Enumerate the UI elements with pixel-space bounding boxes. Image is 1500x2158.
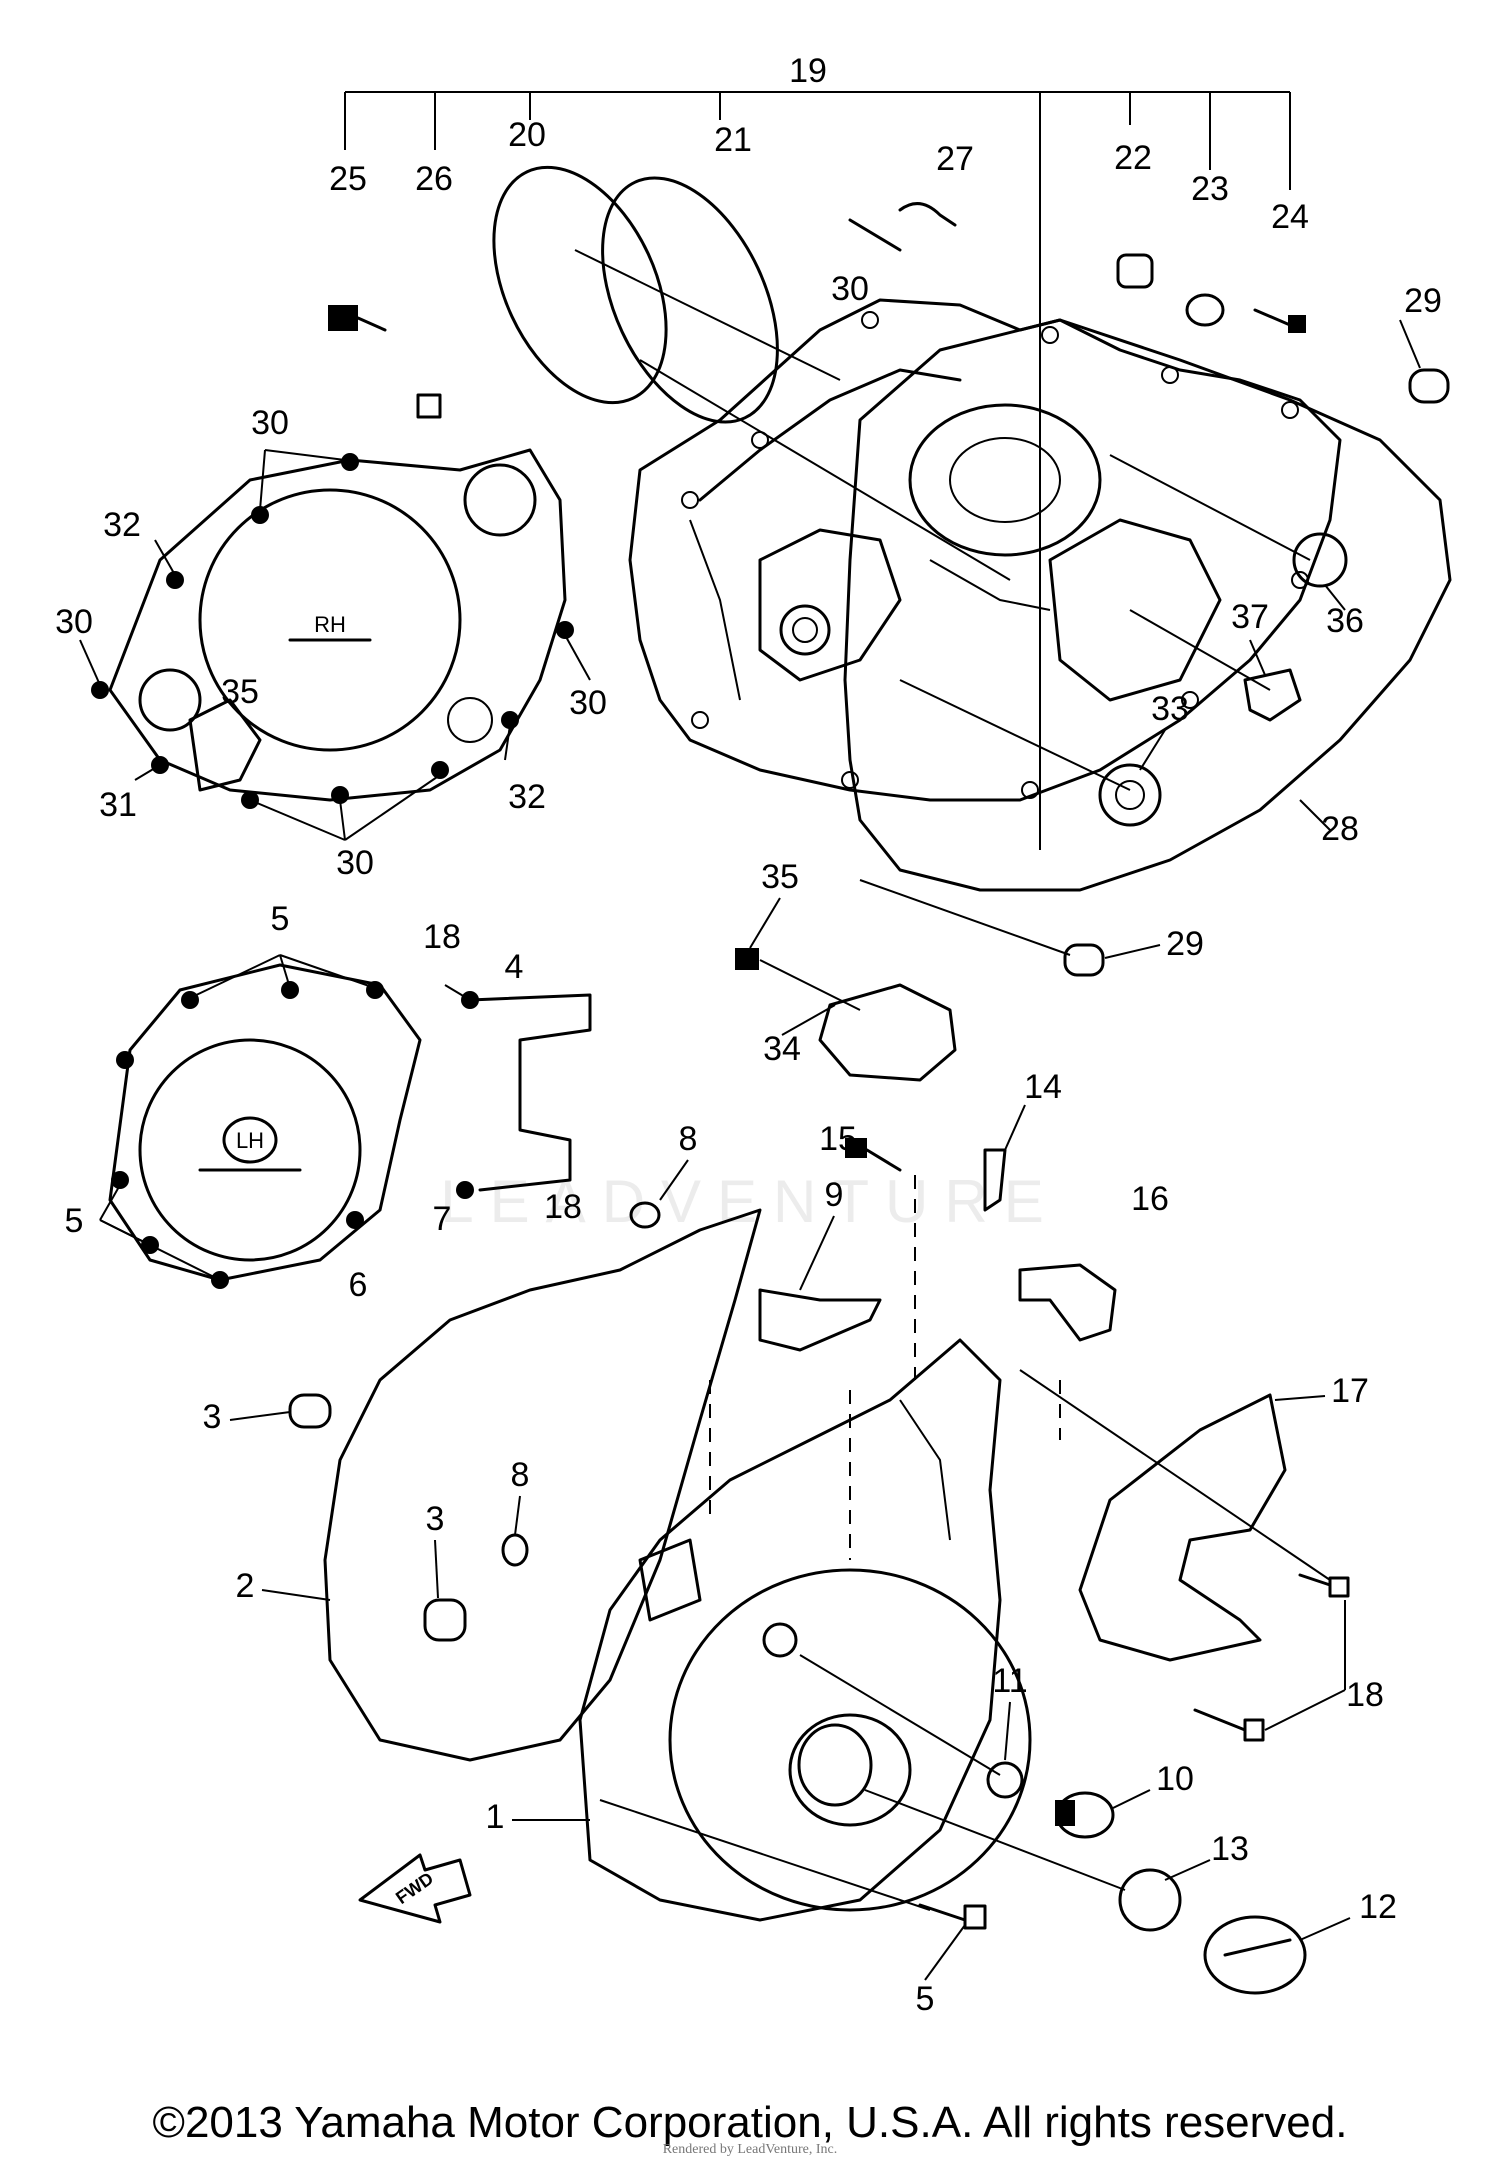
dowel-29-bottom [1063,943,1105,977]
callout-18: 18 [423,918,461,956]
callout-24: 24 [1271,198,1309,236]
callout-27: 27 [936,140,974,178]
bracket-37 [1243,668,1302,722]
callout-33: 33 [1151,690,1189,728]
bolt-15 [845,1138,902,1172]
callout-12: 12 [1359,1888,1397,1926]
clamp-14 [983,1148,1007,1212]
fwd-arrow-icon: FWD [358,1853,472,1924]
bushing-22 [1116,253,1154,289]
callout-21: 21 [714,121,752,159]
callout-29: 29 [1166,925,1204,963]
callout-30: 30 [831,270,869,308]
callout-22: 22 [1114,139,1152,177]
callout-bracket-19 [344,91,1291,850]
oil-seal-36 [1292,532,1348,588]
callout-30: 30 [55,603,93,641]
oring-8-center [501,1533,529,1567]
callout-3: 3 [426,1500,445,1538]
screw-18-b [1193,1708,1265,1742]
callout-37: 37 [1231,598,1269,636]
lh-cover-mark: LH [236,1128,264,1153]
callout-20: 20 [508,116,546,154]
right-crankcase-cover [628,298,1342,802]
bolt-5-lower [918,1903,987,1930]
callout-34: 34 [763,1030,801,1068]
bolt-35 [735,948,759,970]
bolt-25 [328,305,387,332]
copyright-footer: ©2013 Yamaha Motor Corporation, U.S.A. A… [152,2098,1348,2147]
callout-18: 18 [1346,1676,1384,1714]
callout-29: 29 [1404,282,1442,320]
screw-18-a [1298,1573,1350,1598]
plate-9 [758,1288,882,1352]
pin-26 [416,393,442,419]
callout-2: 2 [236,1567,255,1605]
oring-21 [601,176,779,424]
callout-32: 32 [508,778,546,816]
callout-16: 16 [1131,1180,1169,1218]
callout-9: 9 [825,1176,844,1214]
callout-26: 26 [415,160,453,198]
callout-23: 23 [1191,170,1229,208]
oring-13 [1118,1868,1182,1932]
clamp-27 [848,202,957,252]
callout-6: 6 [349,1266,368,1304]
callout-3: 3 [203,1398,222,1436]
alignment-lines [574,249,1331,1911]
callout-25: 25 [329,160,367,198]
dowel-29-top [1408,368,1450,404]
screw-24 [1253,308,1306,333]
callout-15: 15 [819,1120,857,1158]
callout-7: 7 [433,1200,452,1238]
callout-numbers: 1 2 3 3 4 5 5 5 6 7 8 8 9 10 11 12 13 14… [55,52,1442,2018]
callout-13: 13 [1211,1830,1249,1868]
water-pump-cover-34 [818,983,957,1082]
callout-36: 36 [1326,602,1364,640]
oring-20 [492,165,668,405]
dowel-3-left [288,1393,332,1429]
plug-10 [1055,1791,1115,1839]
rendered-by-note: Rendered by LeadVenture, Inc. [662,2142,838,2157]
callout-5: 5 [916,1980,935,2018]
callout-30: 30 [251,404,289,442]
callout-30: 30 [569,684,607,722]
callout-32: 32 [103,506,141,544]
callout-18: 18 [544,1188,582,1226]
rh-cover-outline: RH [79,448,591,841]
bearing-33 [1098,763,1162,827]
cover-17 [1078,1393,1287,1662]
callout-1: 1 [486,1798,505,1836]
oring-11 [986,1761,1024,1799]
washer-23 [1185,293,1225,327]
right-cover-gasket [843,318,1452,892]
callout-19: 19 [789,52,827,90]
callout-14: 14 [1024,1068,1062,1106]
oring-8-upper [629,1201,661,1229]
fwd-arrow-label: FWD [392,1868,437,1908]
left-cover-gasket [323,1208,762,1762]
cap-12 [1203,1915,1307,1995]
callout-35: 35 [221,673,259,711]
callout-10: 10 [1156,1760,1194,1798]
callout-4: 4 [505,948,524,986]
callout-5: 5 [271,900,290,938]
callout-30: 30 [336,844,374,882]
bracket-16 [1018,1263,1117,1342]
callout-8: 8 [511,1456,530,1494]
callout-17: 17 [1331,1372,1369,1410]
watermark-logo-text: LEADVENTURE [440,1168,1059,1235]
rh-cover-mark: RH [314,612,346,637]
callout-5: 5 [65,1202,84,1240]
dowel-3-center [423,1598,467,1642]
lh-cover-outline: LH [99,954,592,1289]
callout-31: 31 [99,786,137,824]
callout-8: 8 [679,1120,698,1158]
callout-leaders [229,319,1421,1981]
callout-28: 28 [1321,810,1359,848]
callout-11: 11 [992,1662,1027,1700]
left-crankcase-cover [578,1338,1032,1922]
callout-35: 35 [761,858,799,896]
